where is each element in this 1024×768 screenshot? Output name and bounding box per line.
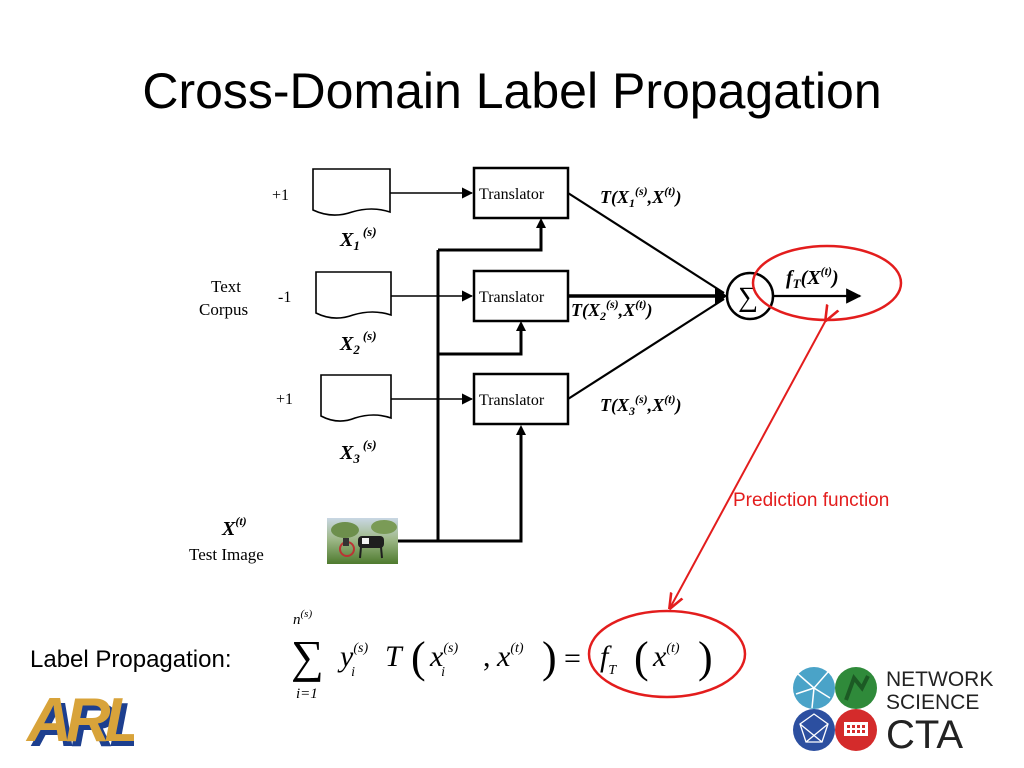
source-label-2: -1 <box>278 289 291 306</box>
source-name-2: X2(s) <box>339 328 377 357</box>
formula-close-paren-2: ) <box>698 633 713 682</box>
test-image-thumbnail <box>327 518 398 564</box>
cta-emblem <box>793 667 877 751</box>
source-label-1: +1 <box>272 187 289 204</box>
translator-label-1: Translator <box>479 186 545 203</box>
translator-box-3 <box>472 372 570 426</box>
prediction-function-caption: Prediction function <box>733 490 890 511</box>
sum-symbol: ∑ <box>291 631 324 682</box>
cta-logo-line2: SCIENCE <box>886 691 979 714</box>
formula-comma: , <box>483 640 491 673</box>
formula-open-paren-1: ( <box>411 633 426 682</box>
feed-arrowhead-2 <box>516 321 526 331</box>
arl-logo: ARL ARL <box>25 686 134 752</box>
sum-upper: n(s) <box>293 608 312 628</box>
feed-arrowhead-1 <box>536 218 546 228</box>
translator-label-3: Translator <box>479 392 545 409</box>
source-name-3: X3(s) <box>339 437 377 466</box>
slide-title: Cross-Domain Label Propagation <box>142 63 882 119</box>
test-image-caption: Test Image <box>189 545 264 564</box>
formula-close-paren-1: ) <box>542 633 557 682</box>
prediction-link-arrow <box>670 320 826 608</box>
formula-f: fT <box>600 640 617 678</box>
prediction-function-label: fT(X(t)) <box>786 264 839 291</box>
source-name-1: X1(s) <box>339 224 377 253</box>
formula-open-paren-2: ( <box>634 633 649 682</box>
formula-x-target: x(t) <box>496 640 524 673</box>
translator-label-2: Translator <box>479 289 545 306</box>
test-image-name: X(t) <box>221 514 247 540</box>
document-icon-1 <box>312 168 391 216</box>
text-corpus-label-line2: Corpus <box>199 300 248 319</box>
cta-logo-line3: CTA <box>886 713 963 756</box>
translator-output-1: T(X1(s),X(t)) <box>600 184 682 210</box>
formula-x-target-2: x(t) <box>652 640 680 673</box>
source-label-3: +1 <box>276 391 293 408</box>
feed-arrowhead-3 <box>516 425 526 435</box>
test-image-feed-lines <box>398 222 543 543</box>
formula-x-source: x(s)i <box>429 640 458 680</box>
formula-T: T <box>385 640 404 673</box>
sum-lower: i=1 <box>296 686 318 702</box>
document-icon-3 <box>320 374 392 422</box>
sum-arrowhead <box>715 287 727 305</box>
text-corpus-label-line1: Text <box>211 277 241 296</box>
label-propagation-label: Label Propagation: <box>30 646 232 673</box>
arl-logo-shadow: ARL <box>30 691 134 752</box>
formula-y-term: y(s)i <box>337 640 368 680</box>
translator-output-2: T(X2(s),X(t)) <box>571 297 653 323</box>
cta-logo-line1: NETWORK <box>886 668 993 691</box>
document-icon-2 <box>315 271 392 319</box>
formula-highlight-ellipse <box>587 609 747 699</box>
network-science-cta-logo: NETWORK SCIENCE CTA <box>793 667 993 756</box>
arl-logo-text: ARL <box>25 686 134 752</box>
translator-box-1 <box>472 166 570 220</box>
line-translator1-to-sum <box>567 192 725 294</box>
formula-equals: = <box>564 642 581 675</box>
